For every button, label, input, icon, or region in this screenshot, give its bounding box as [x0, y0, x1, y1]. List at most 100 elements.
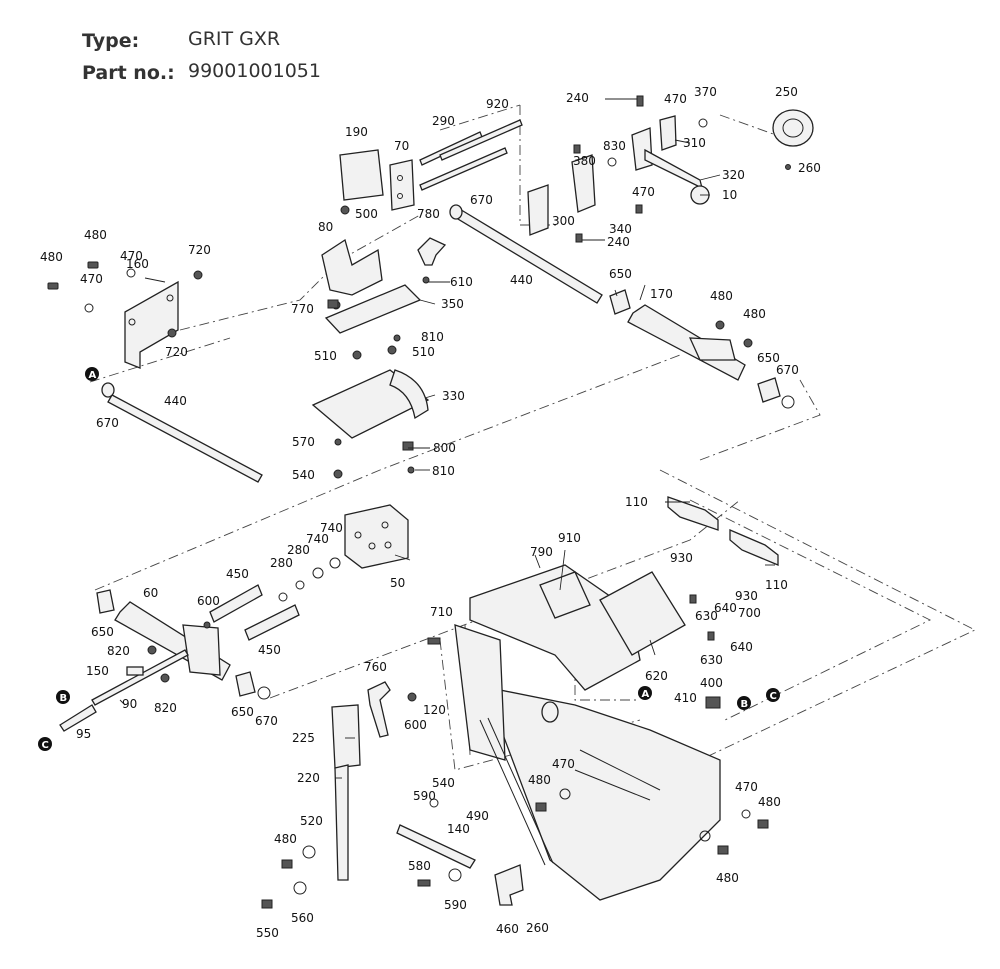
svg-text:B: B [60, 693, 68, 704]
callout-label: 450 [226, 567, 249, 581]
callout-label: 480 [758, 795, 781, 809]
callout-label: 480 [274, 832, 297, 846]
callout-label: 490 [466, 809, 489, 823]
svg-text:A: A [89, 370, 97, 381]
callout-label: 95 [76, 727, 91, 741]
callout-label: 50 [390, 576, 405, 590]
callout-label: 590 [413, 789, 436, 803]
lever-780 [417, 237, 447, 266]
bracket-60 [182, 624, 221, 676]
bracket-160 [124, 280, 179, 369]
callout-label: 10 [722, 188, 737, 202]
rod-290 [419, 131, 483, 166]
callout-label: 640 [730, 640, 753, 654]
callout-label: 470 [552, 757, 575, 771]
callout-label: 760 [364, 660, 387, 674]
callout-label: 510 [412, 345, 435, 359]
main-housing [454, 496, 779, 901]
callout-label: 470 [120, 249, 143, 263]
callout-label: 240 [607, 235, 630, 249]
callout-label: 700 [738, 606, 761, 620]
callout-label: 330 [442, 389, 465, 403]
callout-label: 450 [258, 643, 281, 657]
top-right-clamp [527, 95, 814, 243]
callout-label: 140 [447, 822, 470, 836]
callout-label: 470 [664, 92, 687, 106]
top-rods [419, 119, 795, 409]
assembly-line [89, 337, 231, 383]
callout-label: 550 [256, 926, 279, 940]
callout-label: 60 [143, 586, 158, 600]
callout-label: 930 [670, 551, 693, 565]
type-label: Type: [82, 30, 140, 52]
callout-label: 910 [558, 531, 581, 545]
callout-label: 670 [96, 416, 119, 430]
screw [47, 282, 59, 290]
link-140 [396, 824, 476, 869]
callout-label: 370 [694, 85, 717, 99]
tube-170 [627, 304, 746, 381]
bushing-650c [96, 589, 115, 614]
window-910 [539, 571, 591, 619]
callout-label: 480 [716, 871, 739, 885]
callout-label: 340 [609, 222, 632, 236]
svg-text:A: A [642, 689, 650, 700]
marker-a: A [638, 686, 652, 700]
callout-label: 290 [432, 114, 455, 128]
part-number-value: 99001001051 [188, 60, 321, 82]
bushing-650 [609, 289, 631, 315]
side-plate [454, 624, 506, 761]
callout-label: 540 [292, 468, 315, 482]
callout-label: 470 [632, 185, 655, 199]
callout-label: 810 [421, 330, 444, 344]
marker-c: C [38, 737, 52, 751]
bushing-650b [757, 377, 781, 403]
callout-label: 670 [255, 714, 278, 728]
block-300 [527, 184, 549, 236]
callout-label: 650 [609, 267, 632, 281]
screw [87, 261, 99, 269]
callout-label: 740 [306, 532, 329, 546]
callout-label: 500 [355, 207, 378, 221]
callout-label: 440 [164, 394, 187, 408]
callout-label: 460 [496, 922, 519, 936]
callout-label: 280 [270, 556, 293, 570]
block-110a [667, 496, 719, 531]
callout-label: 810 [432, 464, 455, 478]
assembly-line [699, 379, 821, 461]
svg-text:C: C [42, 740, 49, 751]
callout-label: 820 [107, 644, 130, 658]
callout-label: 510 [314, 349, 337, 363]
rod-450b [244, 604, 300, 641]
callout-label: 480 [40, 250, 63, 264]
callout-label: 800 [433, 441, 456, 455]
type-value: GRIT GXR [188, 28, 281, 50]
callout-label: 380 [573, 154, 596, 168]
callout-label: 150 [86, 664, 109, 678]
callout-label: 440 [510, 273, 533, 287]
callout-label: 110 [625, 495, 648, 509]
knob [541, 701, 559, 723]
central-assembly [311, 149, 447, 569]
callout-label: 610 [450, 275, 473, 289]
nut-150 [126, 666, 144, 676]
part-number-label: Part no.: [82, 62, 175, 84]
scale-330 [389, 369, 429, 420]
left-assembly [47, 261, 263, 483]
handwheel-250 [772, 109, 814, 147]
rod-440-top [452, 207, 603, 304]
leaders [119, 98, 775, 779]
callout-label: 470 [735, 780, 758, 794]
block-340 [571, 154, 596, 213]
rod-450a [209, 584, 263, 623]
callout-label: 790 [530, 545, 553, 559]
assembly-line [179, 214, 421, 331]
bracket-80 [321, 238, 383, 296]
callout-label: 250 [775, 85, 798, 99]
block-190 [339, 149, 384, 201]
callout-label: 400 [700, 676, 723, 690]
callout-label: 780 [417, 207, 440, 221]
callout-label: 670 [776, 363, 799, 377]
callout-label: 110 [765, 578, 788, 592]
